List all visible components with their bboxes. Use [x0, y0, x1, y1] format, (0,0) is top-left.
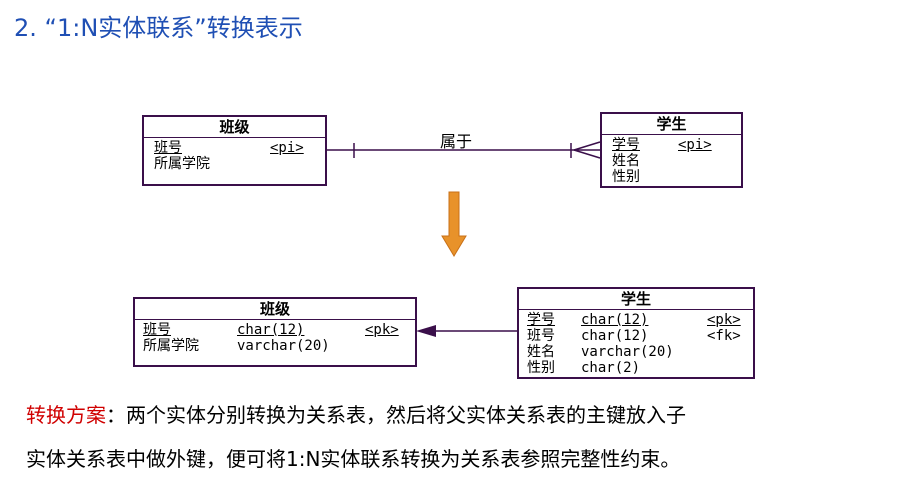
col-type: char(2): [581, 360, 641, 376]
scheme-text-1: ：两个实体分别转换为关系表，然后将父实体关系表的主键放入子: [106, 403, 686, 427]
col-name: 学号: [527, 312, 555, 328]
student-attr-row: 性别: [602, 169, 741, 185]
col-name: 姓名: [527, 344, 555, 360]
class-entity-title: 班级: [144, 117, 325, 138]
student-col-row: 班号 char(12) <fk>: [519, 328, 753, 344]
student-entity: 学生 学号 <pi> 姓名 性别: [600, 112, 743, 188]
reference-arrowhead: [416, 325, 436, 337]
class-col-row: 所属学院 varchar(20): [135, 338, 415, 354]
class-attr-row: 所属学院: [144, 156, 325, 172]
col-type: char(12): [581, 328, 649, 344]
student-attr-row: 姓名: [602, 153, 741, 169]
col-type: char(12): [237, 322, 305, 338]
student-attr-row: 学号 <pi>: [602, 137, 741, 153]
col-key: <pk>: [365, 322, 399, 338]
relationship-label: 属于: [440, 132, 473, 151]
student-table: 学生 学号 char(12) <pk> 班号 char(12) <fk> 姓名 …: [517, 287, 755, 379]
student-col-row: 性别 char(2): [519, 360, 753, 376]
student-col-row: 姓名 varchar(20): [519, 344, 753, 360]
attr-tag: <pi>: [678, 137, 712, 153]
col-name: 所属学院: [143, 338, 199, 354]
student-entity-title: 学生: [602, 114, 741, 135]
crowfoot-upper: [573, 141, 601, 151]
student-col-row: 学号 char(12) <pk>: [519, 312, 753, 328]
attr-tag: <pi>: [270, 140, 304, 156]
attr-name: 所属学院: [154, 156, 210, 172]
scheme-line-1: 转换方案：两个实体分别转换为关系表，然后将父实体关系表的主键放入子: [26, 402, 686, 428]
scheme-text-2: 实体关系表中做外键，便可将1:N实体联系转换为关系表参照完整性约束。: [26, 447, 681, 471]
col-key: <fk>: [707, 328, 741, 344]
col-name: 性别: [527, 360, 555, 376]
scheme-label: 转换方案: [26, 403, 106, 427]
class-attr-row: 班号 <pi>: [144, 140, 325, 156]
col-name: 班号: [527, 328, 555, 344]
attr-name: 学号: [612, 137, 640, 153]
col-type: varchar(20): [581, 344, 674, 360]
attr-name: 性别: [612, 169, 640, 185]
class-table: 班级 班号 char(12) <pk> 所属学院 varchar(20): [133, 297, 417, 367]
page-title: 2. “1:N实体联系”转换表示: [14, 14, 303, 42]
class-col-row: 班号 char(12) <pk>: [135, 322, 415, 338]
attr-name: 班号: [154, 140, 182, 156]
col-key: <pk>: [707, 312, 741, 328]
student-table-title: 学生: [519, 289, 753, 310]
attr-name: 姓名: [612, 153, 640, 169]
class-entity: 班级 班号 <pi> 所属学院: [142, 115, 327, 186]
transform-arrow: [441, 191, 467, 257]
col-name: 班号: [143, 322, 171, 338]
col-type: varchar(20): [237, 338, 330, 354]
scheme-line-2: 实体关系表中做外键，便可将1:N实体联系转换为关系表参照完整性约束。: [26, 446, 680, 472]
col-type: char(12): [581, 312, 649, 328]
crowfoot-lower: [573, 149, 601, 159]
class-table-title: 班级: [135, 299, 415, 320]
